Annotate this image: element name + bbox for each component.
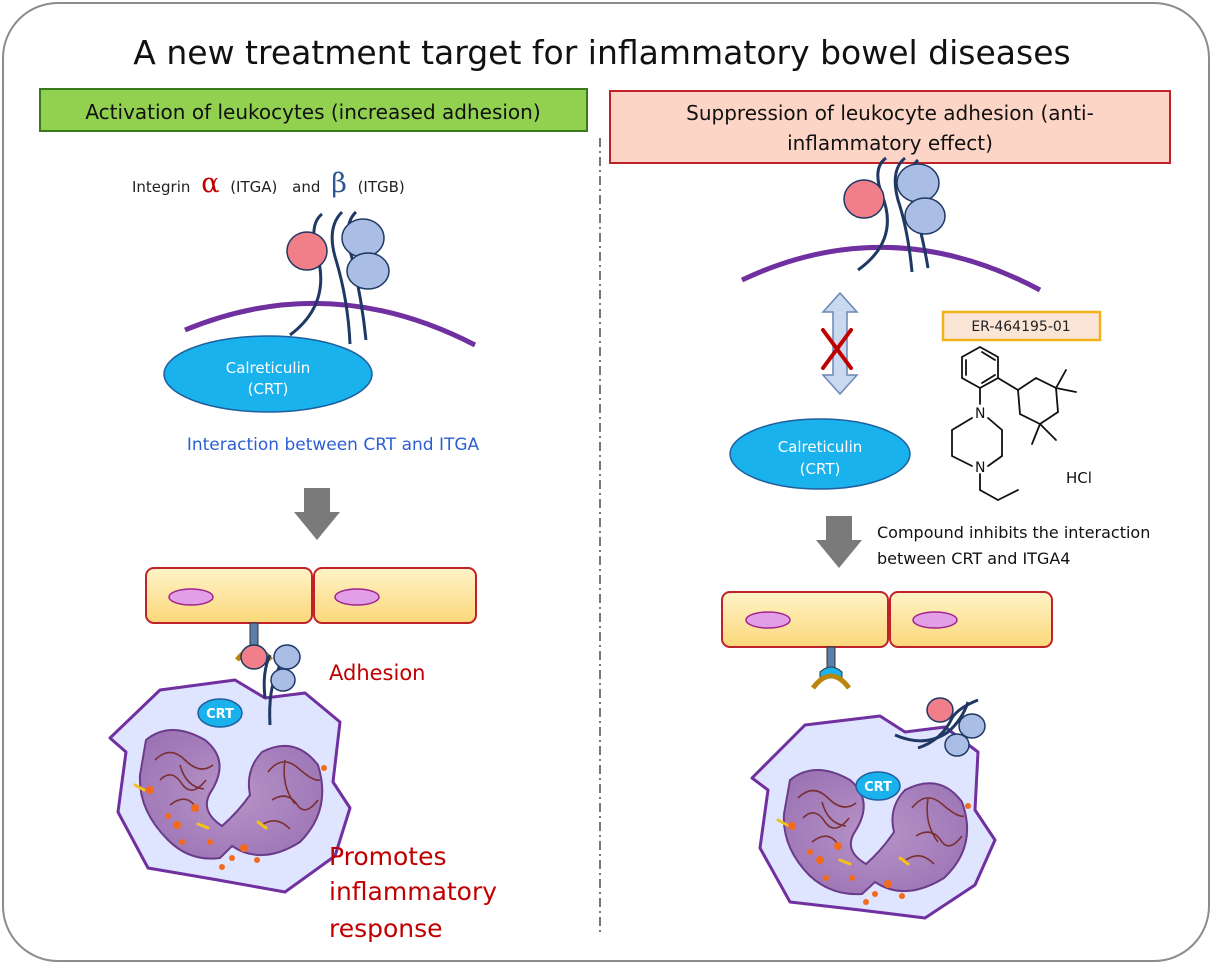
right-endothelial-cell-2 [889, 591, 1053, 648]
interaction-label: Interaction between CRT and ITGA [187, 435, 480, 455]
adhesion-label: Adhesion [329, 661, 426, 685]
inhibits-line1: Compound inhibits the interaction [877, 523, 1150, 542]
left-granules-yellow [133, 783, 268, 830]
promotes-line1: Promotes [329, 842, 447, 871]
integrin-legend: Integrin α (ITGA) and β (ITGB) [132, 168, 405, 199]
left-bound-beta-subunit-bottom [270, 668, 296, 692]
integrin-prefix: Integrin [132, 178, 190, 196]
compound-label: ER-464195-01 [971, 319, 1070, 335]
right-crt-badge [855, 771, 901, 801]
right-down-arrow [816, 516, 862, 568]
left-endothelial-nucleus-1 [168, 588, 214, 606]
compound-structure [951, 345, 1077, 501]
left-endothelial-cell-1 [145, 567, 313, 624]
left-calreticulin [163, 335, 373, 413]
compound-n-top: N [975, 406, 985, 422]
integrin-beta-subunit-top [341, 218, 385, 258]
right-nucleus [782, 769, 969, 896]
compound-n-bottom: N [975, 460, 985, 476]
page-title: A new treatment target for inflammatory … [133, 33, 1070, 72]
right-integrin-beta-subunit-top [896, 163, 940, 203]
right-endothelial-cell-1 [721, 591, 889, 648]
compound-label-box [941, 310, 1102, 342]
left-down-arrow [294, 488, 340, 540]
left-cell-membrane [184, 300, 477, 348]
right-free-beta-subunit-bottom [944, 733, 970, 757]
right-panel: Suppression of leukocyte adhesion (anti-… [609, 90, 1171, 920]
left-panel: Activation of leukocytes (increased adhe… [39, 88, 588, 943]
left-header-box [39, 88, 588, 132]
right-integrin-alpha-subunit [843, 179, 885, 219]
right-leukocyte-integrin-strand-2 [917, 698, 979, 750]
left-leukocyte-integrin-strand-1 [262, 654, 272, 699]
left-header-text: Activation of leukocytes (increased adhe… [85, 100, 540, 124]
left-bound-beta-subunit-top [273, 644, 301, 670]
right-free-beta-subunit-top [958, 713, 986, 739]
right-crt-badge-text: CRT [864, 780, 892, 795]
right-granules [788, 803, 971, 905]
right-endothelial-nucleus-2 [912, 611, 958, 629]
left-integrin-beta-strand [330, 210, 352, 345]
right-free-alpha-subunit [926, 697, 954, 723]
right-cell-membrane [740, 244, 1042, 293]
right-calreticulin [729, 418, 911, 490]
left-endothelial-cell-2 [313, 567, 477, 624]
integrin-alpha-subunit [286, 231, 328, 271]
left-bound-alpha-subunit [240, 644, 268, 670]
right-endothelial-nucleus-1 [745, 611, 791, 629]
integrin-beta-subunit-bottom [346, 252, 390, 290]
left-crt-badge-text: CRT [206, 707, 234, 722]
beta-code: (ITGB) [358, 178, 405, 196]
left-crt-badge [197, 698, 243, 728]
beta-symbol: β [331, 168, 347, 199]
and-word: and [292, 178, 320, 196]
right-calreticulin-line2: (CRT) [800, 460, 841, 478]
alpha-symbol: α [201, 168, 219, 199]
right-integrin-beta-subunit-bottom [904, 197, 946, 235]
promotes-line2: inflammatory [329, 877, 497, 906]
left-endothelial-nucleus-2 [334, 588, 380, 606]
promotes-line3: response [329, 914, 443, 943]
inhibits-line2: between CRT and ITGA4 [877, 549, 1070, 568]
right-granules-yellow [776, 818, 910, 866]
right-header-box [609, 90, 1171, 164]
left-calreticulin-line1: Calreticulin [226, 359, 311, 377]
left-calreticulin-line2: (CRT) [248, 380, 289, 398]
right-leukocyte-integrin-strand-1 [894, 701, 970, 743]
right-header-line2: inflammatory effect) [787, 131, 993, 155]
left-nucleus [138, 729, 324, 860]
right-integrin-beta-strand [893, 156, 914, 273]
right-header-line1: Suppression of leukocyte adhesion (anti- [686, 101, 1094, 125]
blocked-x-mark [821, 328, 853, 370]
left-granules [146, 765, 327, 870]
hcl-label: HCl [1066, 469, 1092, 487]
right-receptor-cup [811, 673, 851, 690]
right-calreticulin-line1: Calreticulin [778, 438, 863, 456]
alpha-code: (ITGA) [230, 178, 277, 196]
